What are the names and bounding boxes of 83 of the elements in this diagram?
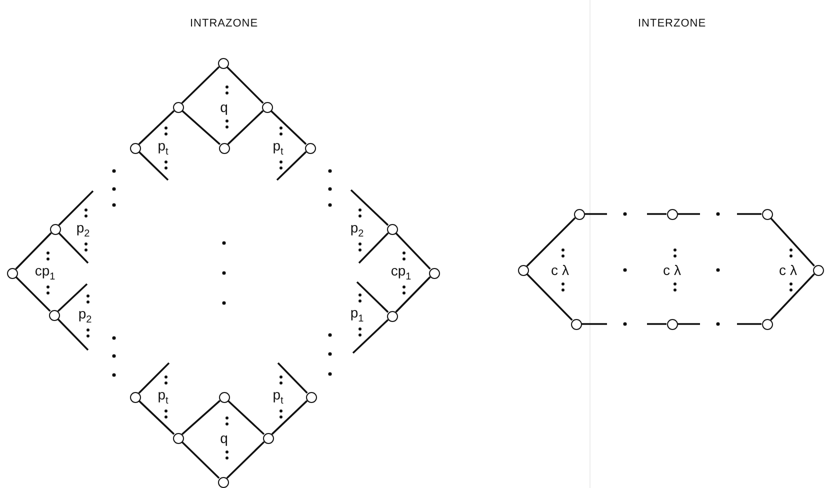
junction-circle <box>518 264 528 276</box>
junction-circle <box>130 142 140 154</box>
junction-circle <box>48 310 60 320</box>
parameter-label: cp$_{1}$ <box>390 264 412 282</box>
connector-line <box>395 232 431 270</box>
junction-circle <box>570 318 582 330</box>
connector-line <box>58 232 89 264</box>
parameter-label: c λ <box>551 263 569 277</box>
parameter-label: p$_{2}$ <box>78 306 92 326</box>
connector-line <box>15 232 52 270</box>
parameter-label: p$_{1}$ <box>350 306 364 324</box>
connector-line <box>58 190 94 226</box>
parameter-label: p$_{t}$ <box>158 388 168 406</box>
connector-line <box>57 318 89 351</box>
junction-circle <box>304 142 316 154</box>
connector-line <box>15 276 51 312</box>
junction-circle <box>812 264 824 276</box>
connector-line <box>358 232 389 264</box>
connector-line <box>138 362 170 394</box>
connector-line <box>226 441 265 479</box>
junction-circle <box>262 432 274 444</box>
connector-line <box>647 323 666 325</box>
junction-circle <box>262 102 272 112</box>
junction-circle <box>218 476 228 488</box>
junction-circle <box>50 224 60 234</box>
connector-line <box>271 400 308 435</box>
parameter-label: q <box>220 431 228 445</box>
connector-line <box>227 110 264 145</box>
connector-line <box>277 362 308 394</box>
parameter-label: p$_{t}$ <box>158 138 168 158</box>
parameter-label: p$_{t}$ <box>272 138 284 158</box>
parameter-label: c λ <box>779 263 797 277</box>
junction-circle <box>428 268 440 278</box>
connector-line <box>678 323 700 325</box>
junction-circle <box>218 58 228 68</box>
connector-line <box>138 110 175 145</box>
connector-line <box>526 273 573 321</box>
junction-circle <box>6 268 18 278</box>
parameter-label: cp$_{1}$ <box>34 264 56 282</box>
parameter-label: p$_{t}$ <box>272 388 284 406</box>
connector-line <box>227 400 265 435</box>
connector-line <box>57 283 88 312</box>
connector-line <box>138 151 169 181</box>
connector-line <box>182 400 220 436</box>
junction-circle <box>574 208 584 220</box>
connector-line <box>270 110 307 145</box>
connector-line <box>181 66 220 104</box>
junction-circle <box>762 208 772 220</box>
connector-line <box>526 217 576 267</box>
connector-line <box>647 213 666 215</box>
junction-circle <box>666 208 678 220</box>
connector-line <box>138 400 175 435</box>
junction-circle <box>218 142 230 154</box>
junction-circle <box>762 318 772 330</box>
parameter-label: c λ <box>663 263 681 277</box>
junction-circle <box>306 392 316 402</box>
junction-circle <box>386 310 398 322</box>
connector-line <box>350 189 389 226</box>
junction-circle <box>386 224 398 234</box>
parameter-label: p$_{2}$ <box>76 220 90 240</box>
connector-line <box>352 319 389 354</box>
connector-line <box>737 323 762 325</box>
parameter-label: p$_{2}$ <box>350 220 364 240</box>
junction-circle <box>172 432 184 444</box>
connector-line <box>678 213 700 215</box>
zone-heading: INTRAZONE <box>190 18 258 30</box>
connector-line <box>737 213 762 215</box>
connector-line <box>395 276 431 313</box>
junction-circle <box>172 102 184 112</box>
junction-circle <box>666 318 678 330</box>
junction-circle <box>218 392 230 402</box>
connector-line <box>226 66 264 104</box>
connector-line <box>182 110 220 146</box>
zone-heading: INTERZONE <box>638 18 706 30</box>
connector-line <box>582 323 607 325</box>
connector-line <box>276 151 307 181</box>
parameter-label: q <box>220 100 228 114</box>
connector-line <box>770 217 815 267</box>
connector-line <box>584 213 607 215</box>
connector-line <box>356 281 389 313</box>
connector-line <box>770 273 815 321</box>
junction-circle <box>130 392 140 402</box>
connector-line <box>181 441 220 479</box>
